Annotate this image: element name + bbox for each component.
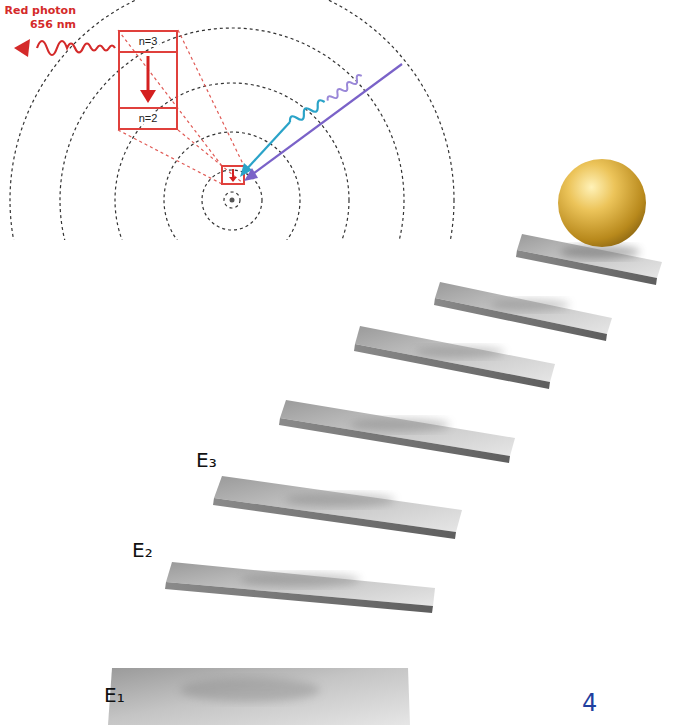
red-photon-arrowhead [14, 39, 30, 57]
transition-arrowhead [140, 90, 156, 103]
level-label: n=2 [120, 107, 176, 125]
level-text: n=2 [137, 112, 160, 124]
violet-photon-arrowhead [244, 168, 258, 181]
step [279, 400, 515, 463]
transition-arrow [147, 56, 150, 92]
step [213, 476, 462, 539]
step [434, 282, 612, 341]
step [354, 326, 555, 389]
staircase [108, 159, 662, 725]
nucleus [230, 198, 235, 203]
violet-photon-line [250, 64, 402, 176]
zoom-lines [118, 30, 244, 184]
energy-level-label: E₃ [196, 448, 217, 473]
bohr-model [10, 0, 454, 240]
cyan-photon-wave [288, 99, 327, 126]
transition-arrowhead-small [229, 177, 237, 182]
golden-ball [558, 159, 646, 247]
step [108, 668, 410, 725]
photon-label: Red photon 656 nm [4, 4, 76, 32]
step [165, 562, 435, 613]
red-photon-wave [37, 41, 115, 55]
violet-photon-wave [326, 74, 364, 104]
transition-arrow-small [232, 169, 234, 178]
level-text: n=3 [137, 35, 160, 47]
energy-level-box: n=3 n=2 [118, 30, 178, 130]
level-label: n=3 [120, 35, 176, 53]
page-number: 4 [582, 688, 597, 718]
energy-level-label: E₂ [132, 538, 153, 563]
orbit-rings [10, 0, 454, 240]
energy-level-label: E₁ [104, 683, 125, 708]
